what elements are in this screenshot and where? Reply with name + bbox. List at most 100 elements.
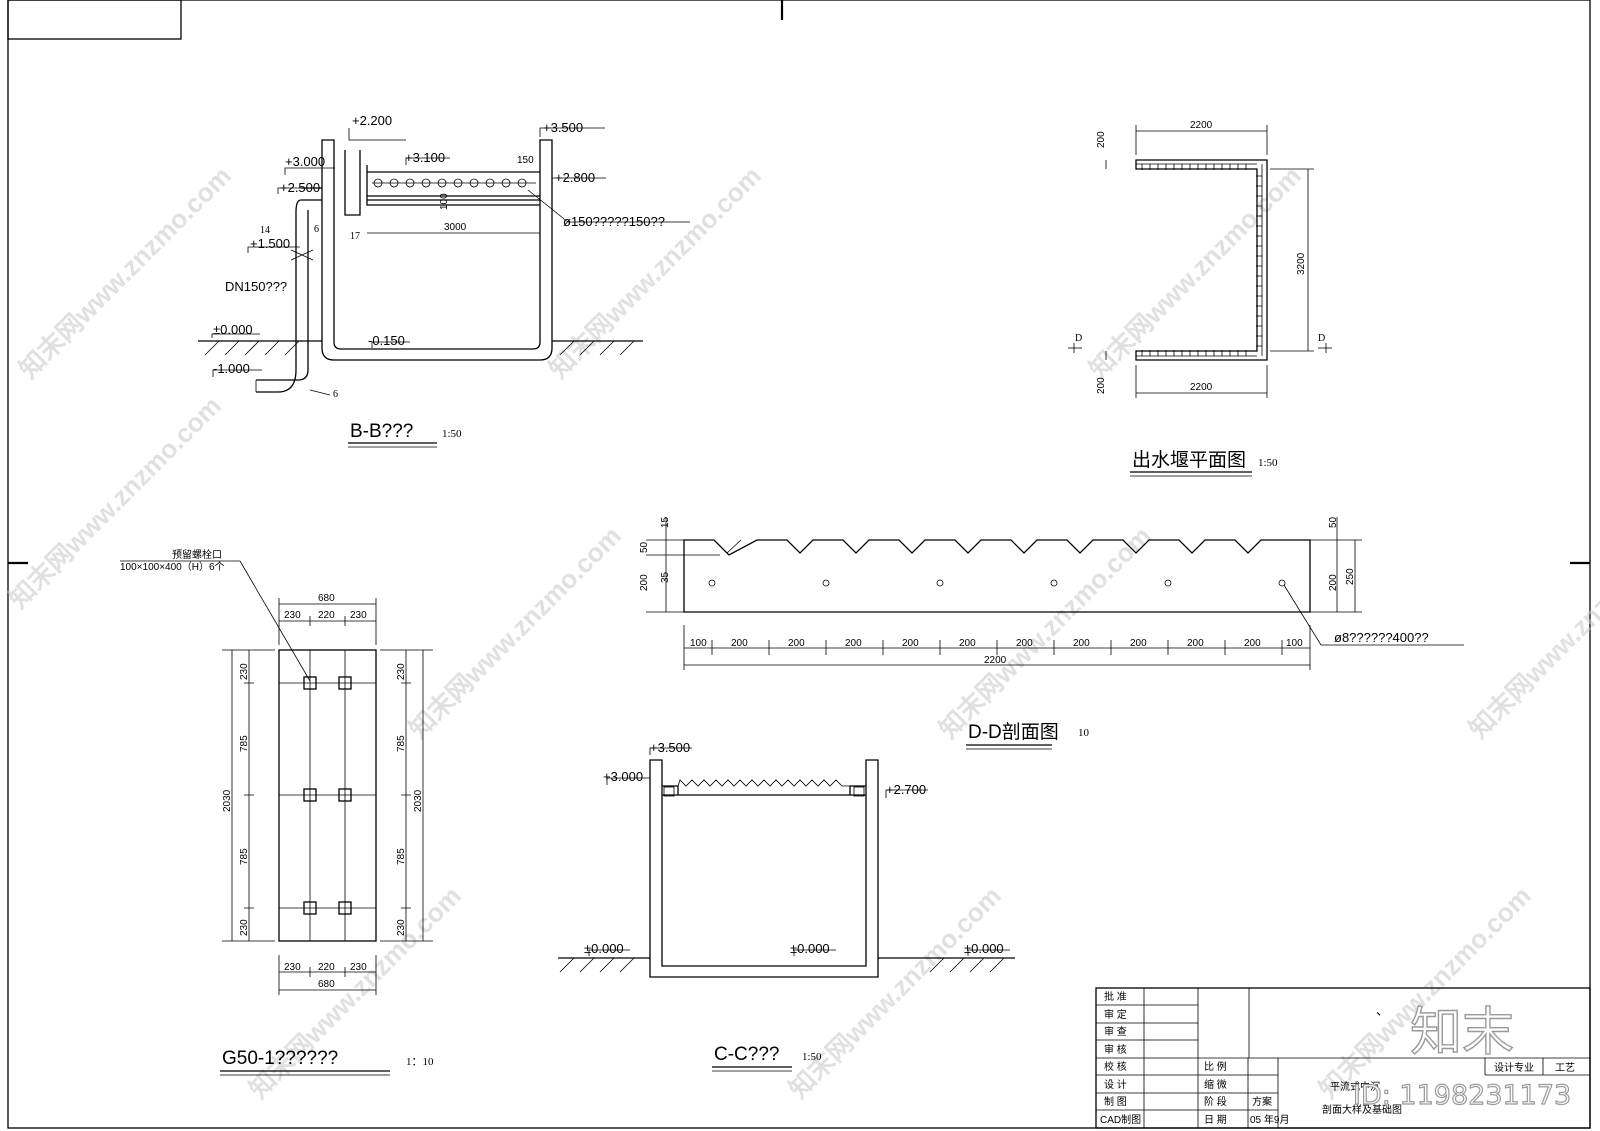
dimension-label: 3000	[444, 222, 467, 233]
elevation-label: -1.000	[213, 361, 250, 376]
dimension-total: 2030	[413, 789, 424, 812]
elevation-label: +2.500	[280, 180, 320, 195]
callout-number: 6	[314, 224, 319, 235]
dimension-label: 200	[1328, 574, 1339, 591]
dimension-label: 200	[1244, 638, 1261, 649]
discipline-label: 设计专业	[1494, 1061, 1534, 1074]
elevation-label: +2.700	[886, 782, 926, 797]
dimension-total: 2030	[222, 789, 233, 812]
watermark-text: 知末网www.znzmo.com	[1463, 520, 1600, 744]
dimension-label: 3200	[1296, 252, 1307, 275]
pipe-note: ø150?????150??	[563, 214, 665, 229]
elevation-label: +3.500	[650, 740, 690, 755]
dimension-label: 200	[1187, 638, 1204, 649]
watermark-text: 知末网www.znzmo.com	[3, 390, 227, 614]
weir-teeth	[1141, 164, 1262, 356]
dimension-label: 230	[284, 610, 301, 621]
scale-label: 1:50	[802, 1051, 822, 1063]
elevation-label: ±0.000	[213, 322, 253, 337]
dimension-label: 785	[396, 735, 407, 752]
hole-note: ø8??????400??	[1334, 630, 1429, 645]
elevation-label: +3.500	[543, 120, 583, 135]
bb-section: +2.200 +3.500 +3.000 +3.100 +2.500 +2.80…	[198, 113, 690, 448]
dimension-label: 200	[1096, 377, 1107, 394]
discipline-value: 工艺	[1555, 1062, 1575, 1074]
field-label: 阶 段	[1204, 1095, 1227, 1108]
note-line: 100×100×400（H）6个	[120, 561, 225, 573]
role-label: 审 查	[1104, 1025, 1127, 1038]
elevation-label: +2.200	[352, 113, 392, 128]
role-label: 审 定	[1104, 1008, 1127, 1021]
field-label: 缩 微	[1204, 1078, 1227, 1091]
scale-label: 10	[1078, 727, 1090, 739]
dimension-label: 220	[318, 610, 335, 621]
dimension-label: 230	[239, 919, 250, 936]
scale-label: 1:50	[1258, 457, 1278, 469]
role-label: 设 计	[1104, 1078, 1127, 1091]
scale-label: 1:50	[442, 428, 462, 440]
section-title: D-D剖面图	[968, 721, 1059, 743]
dimension-label: 200	[959, 638, 976, 649]
dimension-label: 2200	[1190, 120, 1213, 131]
dimension-label: 35	[660, 571, 671, 583]
dimension-total: 2200	[984, 655, 1007, 666]
sheet-border	[7, 0, 1591, 1129]
role-label: 批 准	[1104, 990, 1127, 1003]
dimension-label: 785	[239, 848, 250, 865]
dd-section: ø8??????400?? 15 50 35 200 50 200 250 10…	[639, 516, 1464, 750]
dimension-label: 200	[902, 638, 919, 649]
elevation-label: ±0.000	[964, 941, 1004, 956]
dimension-label: 785	[396, 848, 407, 865]
dimension-label: 230	[239, 663, 250, 680]
weir-plan: 2200 200 3200 2200 200 D D 出水堰平面图 1:50	[1068, 120, 1332, 477]
callout-number: 14	[260, 225, 270, 236]
role-label: 校 核	[1104, 1060, 1127, 1073]
section-title: B-B???	[350, 421, 413, 442]
section-title: G50-1??????	[222, 1048, 338, 1069]
dimension-label: 100	[690, 638, 707, 649]
project-name: 平流式中沉	[1330, 1080, 1380, 1093]
elevation-label: ±0.000	[584, 941, 624, 956]
dimension-label: 200	[845, 638, 862, 649]
field-label: 比 例	[1204, 1060, 1227, 1073]
dimension-label: 100	[1286, 638, 1303, 649]
dimension-label: 230	[350, 610, 367, 621]
dimension-total: 680	[318, 979, 335, 990]
dimension-label: 250	[1345, 568, 1356, 585]
dimension-label: 200	[731, 638, 748, 649]
dimension-label: 200	[1130, 638, 1147, 649]
dimension-label: 230	[396, 663, 407, 680]
dimension-label: 50	[639, 541, 650, 553]
stage-value: 方案	[1252, 1095, 1272, 1108]
g50-foundation: 预留螺栓口 100×100×400（H）6个 680 230 220 230 2…	[120, 548, 434, 1076]
elevation-label: +3.000	[285, 154, 325, 169]
dimension-label: 220	[318, 962, 335, 973]
dimension-label: 785	[239, 735, 250, 752]
note-line: 预留螺栓口	[172, 548, 222, 561]
drawing-name: 剖面大样及基础图	[1322, 1103, 1402, 1116]
nozzle-row	[372, 178, 536, 188]
elevation-label: +3.100	[405, 150, 445, 165]
cc-section: +3.500 +3.000 +2.700 ±0.000 ±0.000 ±0.00…	[558, 740, 1015, 1072]
watermark-text: 知末网www.znzmo.com	[783, 880, 1007, 1104]
scale-label: 1：10	[406, 1056, 434, 1068]
elevation-label: -0.150	[368, 333, 405, 348]
role-label: 审 核	[1104, 1043, 1127, 1056]
field-label: 日 期	[1204, 1114, 1227, 1126]
elevation-label: +2.800	[555, 170, 595, 185]
image-id: ID: 1198231173	[1353, 1080, 1571, 1111]
cut-mark: D	[1318, 333, 1325, 344]
pipe-label: DN150???	[225, 279, 287, 294]
watermark-text: 知末网www.znzmo.com	[543, 160, 767, 384]
date-value: 05 年9月	[1250, 1113, 1289, 1126]
watermark-text: 知末网www.znzmo.com	[13, 160, 237, 384]
dimension-label: 15	[660, 516, 671, 528]
brand-logo: 知末	[1410, 1003, 1514, 1063]
mark: 、	[1376, 1003, 1389, 1018]
dimension-label: 200	[1016, 638, 1033, 649]
watermark-text: 知末网www.znzmo.com	[403, 520, 627, 744]
title-block: 批 准 审 定 审 查 审 核 校 核 设 计 制 图 CAD制图 比 例 缩 …	[1095, 987, 1591, 1129]
role-label: 制 图	[1104, 1095, 1127, 1108]
role-label: CAD制图	[1100, 1113, 1141, 1126]
